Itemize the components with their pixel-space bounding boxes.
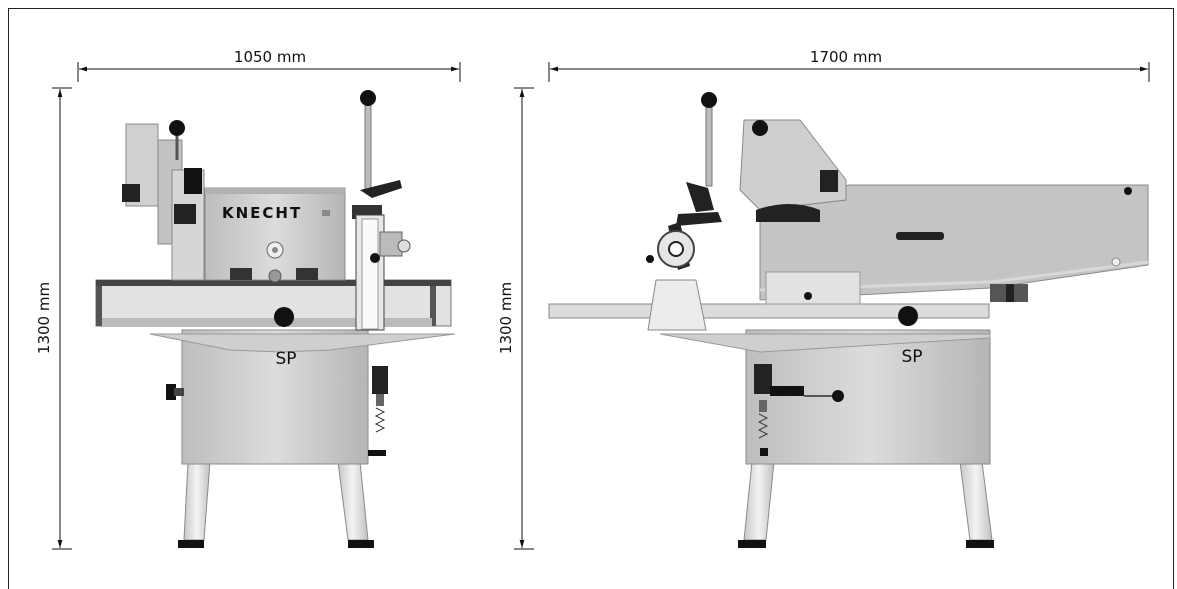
side-workpiece-holder (646, 182, 722, 331)
front-cabinet-knob (166, 384, 176, 400)
front-lever-knob (360, 90, 376, 106)
side-table (548, 303, 990, 319)
side-lever-knob (701, 92, 717, 108)
front-width-label: 1050 mm (234, 48, 306, 66)
side-wheel-hood (739, 119, 847, 211)
side-sp-marker (898, 306, 918, 326)
front-height-label: 1300 mm (35, 282, 53, 354)
front-view: 1050 mm 1300 mm (35, 48, 461, 550)
side-sp-label: SP (901, 347, 922, 367)
side-height-label: 1300 mm (497, 282, 515, 354)
side-legs (738, 461, 994, 548)
side-width-label: 1700 mm (810, 48, 882, 66)
front-cabinet (181, 329, 369, 465)
front-legs (178, 461, 374, 548)
side-width-dimension: 1700 mm (548, 48, 1150, 82)
drawing-frame (8, 8, 1174, 589)
front-height-dimension: 1300 mm (35, 87, 72, 550)
front-sp-marker (274, 307, 294, 327)
front-coolant-valve (368, 366, 388, 456)
side-cabinet (745, 329, 991, 465)
side-coolant-valve (754, 364, 844, 456)
side-view: 1700 mm 1300 mm (497, 48, 1150, 550)
side-height-dimension: 1300 mm (497, 87, 534, 550)
front-width-dimension: 1050 mm (77, 48, 461, 82)
front-brand-logo: KNECHT (222, 204, 302, 222)
front-sp-label: SP (275, 349, 296, 369)
front-grinder-housing (204, 187, 346, 281)
